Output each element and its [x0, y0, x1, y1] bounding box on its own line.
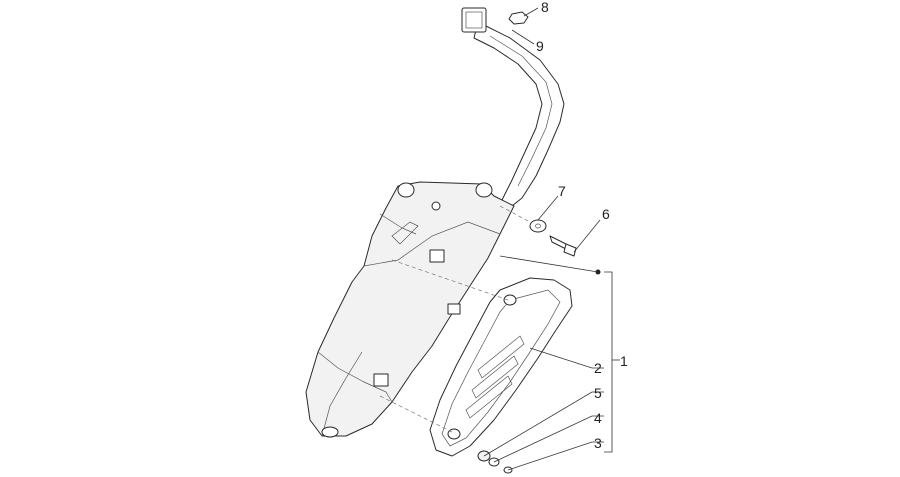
body-slot	[391, 221, 419, 245]
leader-5	[483, 391, 604, 457]
label-plate-top	[429, 249, 445, 263]
shield-hole-top	[503, 294, 517, 306]
drain-plug	[321, 426, 339, 438]
leader-8	[523, 7, 539, 17]
shield-hole-bottom	[447, 428, 461, 440]
flange-nut[interactable]	[508, 11, 529, 25]
callout-1: 1	[620, 353, 628, 369]
callout-3: 3	[594, 435, 602, 451]
alignment-line-bolt	[499, 205, 531, 223]
shield-slot-2	[471, 355, 519, 399]
leader-7	[537, 195, 559, 221]
leader-9	[511, 29, 535, 45]
label-plate-bottom	[373, 373, 389, 387]
washer[interactable]	[529, 219, 547, 233]
leader-2	[529, 347, 604, 369]
callout-5: 5	[594, 385, 602, 401]
silencer-body[interactable]	[305, 181, 515, 438]
callout-9: 9	[536, 38, 544, 54]
leader-4	[493, 415, 604, 463]
heat-shield[interactable]	[429, 277, 573, 457]
callout-6: 6	[602, 206, 610, 222]
mount-eye-left	[397, 182, 415, 198]
mount-eye-right	[475, 182, 493, 198]
mount-hole	[431, 201, 441, 211]
callout-2: 2	[594, 360, 602, 376]
group-bracket	[499, 255, 620, 453]
leader-6	[573, 219, 601, 253]
shield-slot-3	[465, 375, 513, 419]
pipe-flange	[461, 7, 487, 33]
leader-3	[507, 441, 604, 471]
bolt[interactable]	[549, 235, 577, 257]
callout-4: 4	[594, 410, 602, 426]
callout-8: 8	[541, 0, 549, 15]
mount-clip	[447, 303, 461, 315]
shield-slot-1	[477, 335, 525, 379]
exhaust-header-pipe[interactable]	[461, 7, 565, 207]
callout-7: 7	[558, 183, 566, 199]
